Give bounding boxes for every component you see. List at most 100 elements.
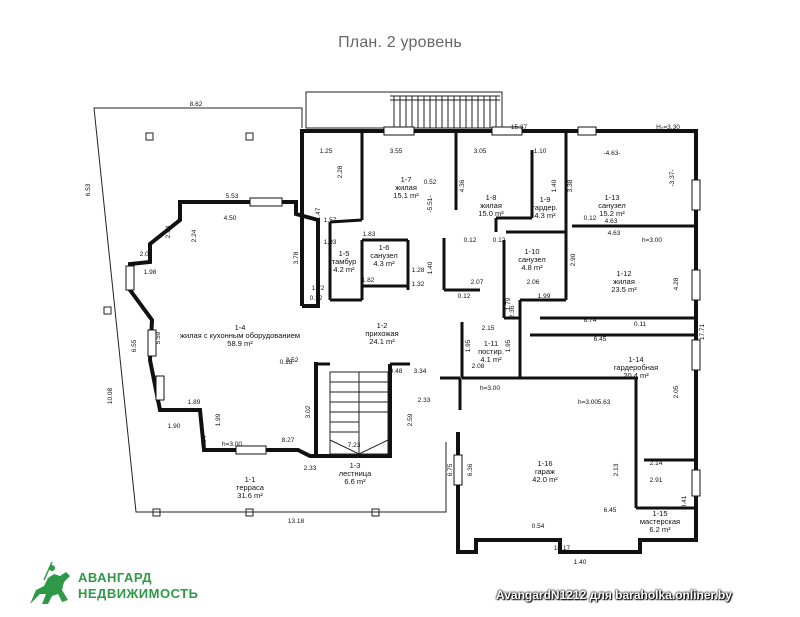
dimension-label: 10.08 [107,387,114,404]
dimension-label: 7.23 [348,442,361,449]
dimension-label: 1.28 [412,267,425,274]
dimension-label: h=3.00 [642,237,662,244]
dimension-label: 4.63 [605,218,618,225]
dimension-label: 1.57 [324,217,337,224]
terrace-outline [93,107,447,513]
dimension-label: 5.59 [155,331,162,344]
dimension-label: h=3.00 [480,385,500,392]
dimension-label: -5.51- [427,196,434,213]
dimension-label: 1.95 [505,339,512,352]
dimension-label: 0.12 [493,237,506,244]
dimension-label: 2.91 [650,477,663,484]
dimension-label: 1.82 [362,277,375,284]
dimension-label: 15.37 [511,124,528,131]
dimension-label: 2.06 [140,251,153,258]
dimension-label: 6.74 [584,317,597,324]
dimension-label: 0.41 [681,495,688,508]
dimension-label: 2.08 [472,363,485,370]
dimension-label: 8.27 [282,437,295,444]
dimension-label: 3.78 [293,251,300,264]
dimension-label: H₂=3.30 [656,124,680,131]
dimension-label: 1.25 [320,148,333,155]
dimension-label: 0.12 [584,215,597,222]
dimension-label: 1.32 [412,281,425,288]
dimension-label: 1.98 [144,269,157,276]
dimension-label: 0.12 [458,293,471,300]
dimension-label: 1.40 [574,559,587,566]
dimension-label: 3.55 [390,148,403,155]
dimension-label: 2.33 [304,465,317,472]
dimension-label: 2.05 [673,385,680,398]
dimension-label: 2.24 [191,229,198,242]
dimension-label: 2.59 [407,413,414,426]
dimension-label: 6.53 [85,183,92,196]
dimension-label: 1.93 [324,239,337,246]
dimension-label: 3.52 [286,357,299,364]
dimension-label: 6.55 [131,339,138,352]
dimension-label: 4.63 [608,230,621,237]
dimension-label: 1.99 [215,413,222,426]
dimension-label: 2.34 [165,225,172,238]
windows [125,126,701,497]
dimension-label: 2.06 [527,279,540,286]
interior-stair [329,371,389,455]
dimension-label: 4.34 [201,435,208,448]
dimension-label: 10.17 [554,545,571,552]
dimension-label: 0.11 [634,321,647,328]
dimension-label: 5.53 [226,193,239,200]
dimension-label: 0.18 [280,359,293,366]
brand-name-line1: АВАНГАРД [78,570,152,585]
dimension-label: 0.52 [424,179,437,186]
dimension-label: 5.63 [598,399,611,406]
plan-title: План. 2 уровень [338,34,462,51]
dimension-label: 1.40 [551,179,558,192]
dimension-label: 3.34 [414,368,427,375]
horse-rider-icon [30,561,70,604]
dimension-label: 2.07 [471,279,484,286]
exterior-stair [305,91,503,129]
dimension-label: 1.99 [538,293,551,300]
dimension-label: 2.28 [337,165,344,178]
dimension-label: 17.71 [699,323,706,340]
dimension-label: 8.62 [190,101,203,108]
dimension-label: 1.90 [168,423,181,430]
dimension-label: 6.45 [594,336,607,343]
dimension-label: 4.50 [224,215,237,222]
dimension-label: 2.14 [650,460,663,467]
brand-name-line2: НЕДВИЖИМОСТЬ [78,586,199,601]
dimension-label: 0.12 [464,237,477,244]
dimension-label: 0.48 [390,368,403,375]
dimension-label: 2.36 [509,305,516,318]
dimension-label: 6.36 [467,463,474,476]
dimension-label: 3.05 [474,148,487,155]
interior-walls [316,131,696,510]
dimension-label: -3.37- [669,170,676,187]
dimension-label: 1.72 [312,285,325,292]
dimension-label: 1.89 [188,399,201,406]
dimension-label: 0.54 [532,523,545,530]
dimension-label: 1.95 [465,339,472,352]
dimension-label: -4.63- [604,150,621,157]
dimension-label: 2.13 [613,463,620,476]
dimension-label: 6.75 [447,463,454,476]
brand-logo: АВАНГАРД НЕДВИЖИМОСТЬ [26,560,199,610]
dimension-label: h=3.00 [578,399,598,406]
dimension-label: 6.45 [604,507,617,514]
